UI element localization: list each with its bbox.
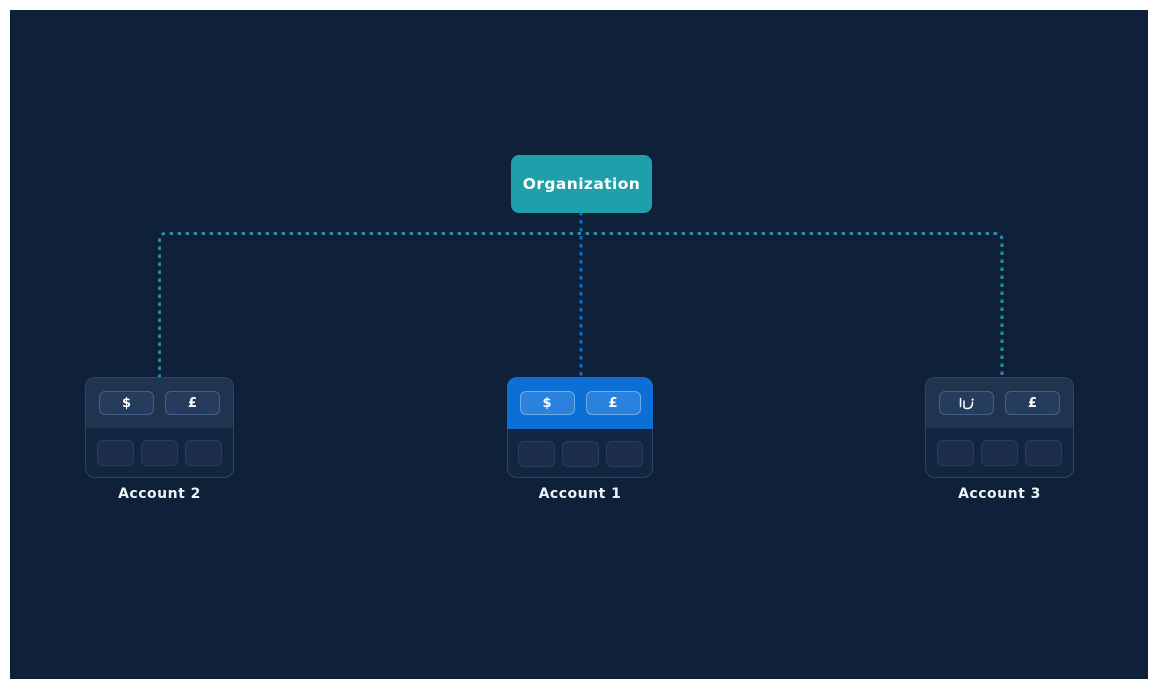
pound-symbol: £ xyxy=(1027,395,1038,411)
rial-glyph-icon xyxy=(959,397,974,409)
placeholder-slot xyxy=(605,440,643,467)
pound-symbol: £ xyxy=(608,395,618,411)
account-card-1[interactable]: $ £ xyxy=(507,377,653,478)
account-1-placeholder-row xyxy=(508,429,652,478)
organization-node[interactable]: Organization xyxy=(511,155,652,213)
placeholder-slot xyxy=(517,440,555,467)
placeholder-slot xyxy=(937,439,974,466)
account-1-currency-row: $ £ xyxy=(507,377,653,429)
account-2-currency-row: $ £ xyxy=(86,378,233,428)
account-2-label: Account 2 xyxy=(118,486,201,502)
rial-currency-icon[interactable]: ﷼ xyxy=(939,391,994,415)
account-3-placeholder-row xyxy=(926,428,1073,477)
organization-label: Organization xyxy=(522,175,641,193)
dollar-currency-icon[interactable]: $ xyxy=(519,391,575,415)
dollar-currency-icon[interactable]: $ xyxy=(99,391,154,415)
placeholder-slot xyxy=(1025,439,1062,466)
account-3-currency-row: ﷼ £ xyxy=(926,378,1073,428)
placeholder-slot xyxy=(141,439,178,466)
pound-currency-icon[interactable]: £ xyxy=(165,391,220,415)
pound-currency-icon[interactable]: £ xyxy=(1005,391,1060,415)
account-2-placeholder-row xyxy=(86,428,233,477)
pound-currency-icon[interactable]: £ xyxy=(585,391,641,415)
placeholder-slot xyxy=(97,439,134,466)
diagram-canvas xyxy=(10,10,1148,679)
account-card-3[interactable]: ﷼ £ xyxy=(925,377,1074,478)
pound-symbol: £ xyxy=(187,395,198,411)
placeholder-slot xyxy=(185,439,222,466)
placeholder-slot xyxy=(561,440,599,467)
account-3-label: Account 3 xyxy=(958,486,1041,502)
dollar-symbol: $ xyxy=(121,395,132,411)
placeholder-slot xyxy=(981,439,1018,466)
account-card-2[interactable]: $ £ xyxy=(85,377,234,478)
dollar-symbol: $ xyxy=(542,395,552,411)
account-1-label: Account 1 xyxy=(538,486,622,502)
